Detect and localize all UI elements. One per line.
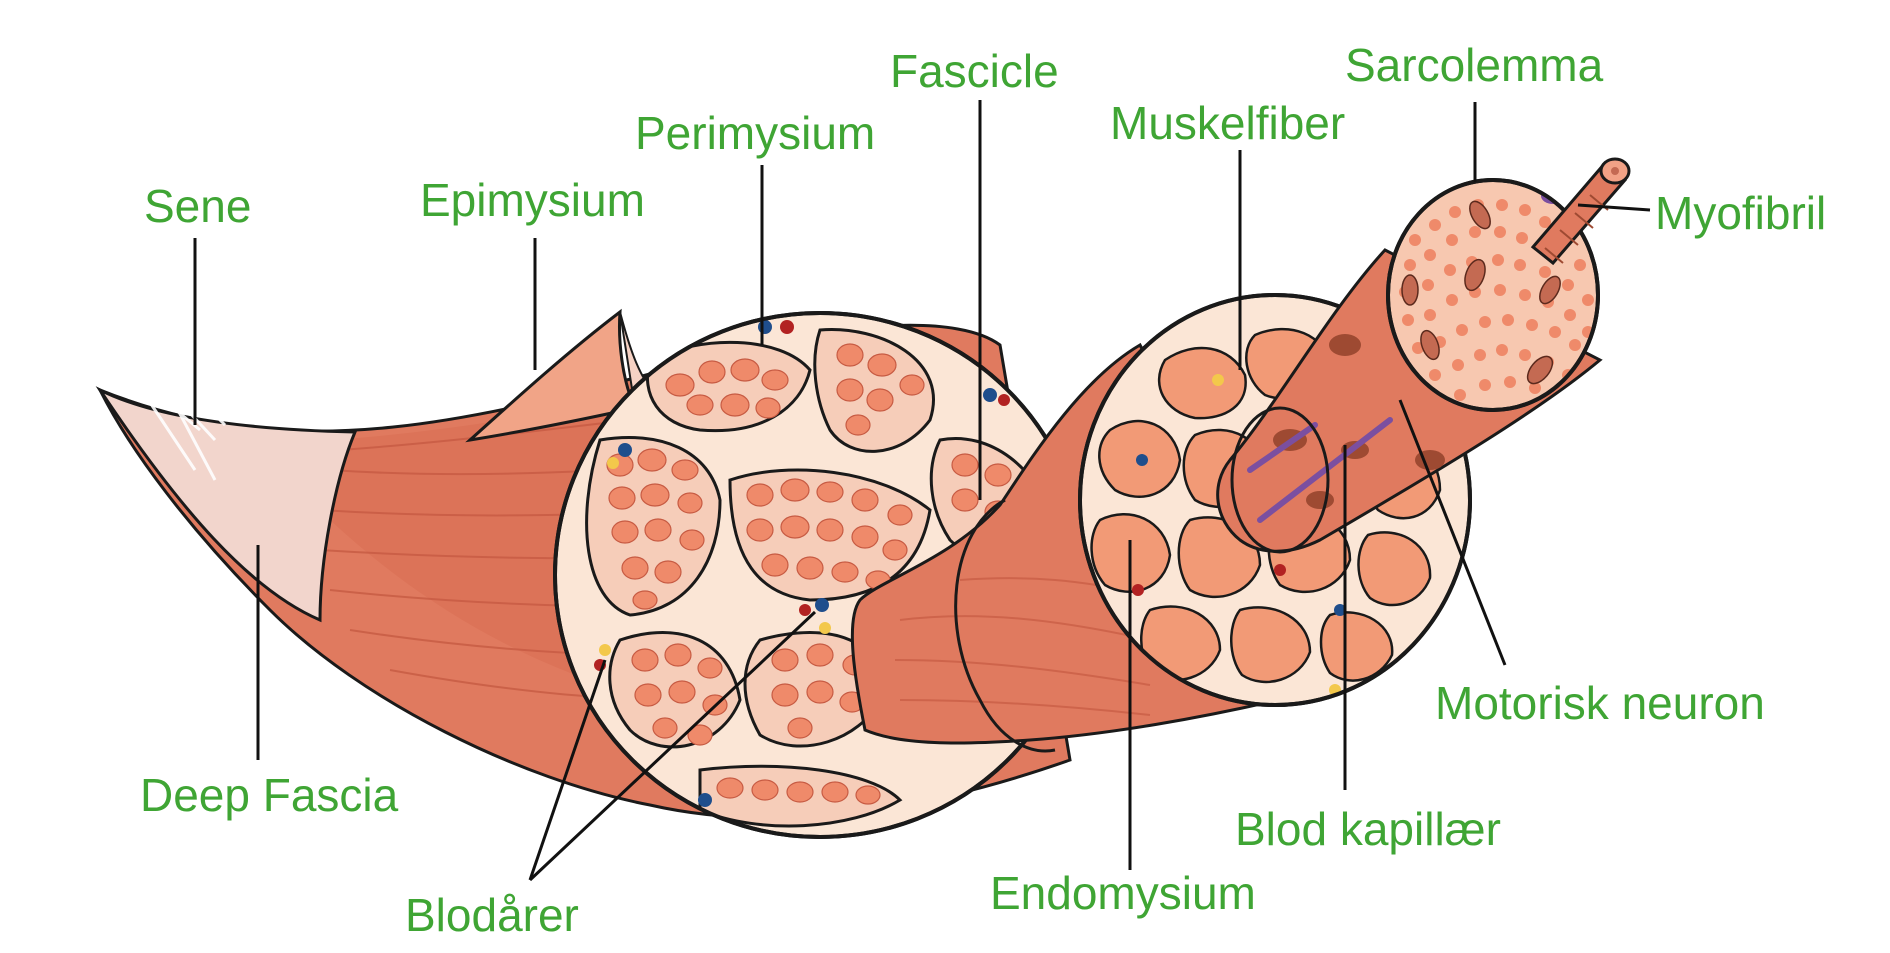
label-myofibril: Myofibril	[1655, 187, 1827, 239]
muscle-fibers-large	[606, 343, 1038, 805]
label-epimysium: Epimysium	[420, 174, 645, 226]
leader-blodarer-1	[528, 659, 607, 881]
label-fascicle: Fascicle	[890, 45, 1059, 97]
endomysium-ring	[954, 498, 1056, 753]
mitochondria	[1401, 200, 1561, 385]
label-blod-kapillaer: Blod kapillær	[1235, 803, 1501, 855]
leader-blodarer-2	[528, 610, 817, 882]
leader-lines	[193, 100, 1651, 882]
leader-motorisk-neuron	[1398, 399, 1507, 666]
label-perimysium: Perimysium	[635, 107, 876, 159]
label-sarcolemma: Sarcolemma	[1345, 39, 1604, 91]
label-blodarer: Blodårer	[405, 889, 579, 941]
label-motorisk-neuron: Motorisk neuron	[1435, 677, 1765, 729]
capillaries	[1247, 417, 1393, 523]
blood-vessels-mid	[1132, 374, 1346, 696]
label-deep-fascia: Deep Fascia	[140, 769, 399, 821]
label-muskelfiber: Muskelfiber	[1110, 97, 1346, 149]
tendon	[95, 386, 358, 623]
label-endomysium: Endomysium	[990, 867, 1256, 919]
label-sene: Sene	[144, 180, 252, 232]
epimysium-flap	[465, 308, 638, 443]
leader-myofibril	[1577, 203, 1651, 212]
tendon-fibers	[139, 358, 227, 481]
